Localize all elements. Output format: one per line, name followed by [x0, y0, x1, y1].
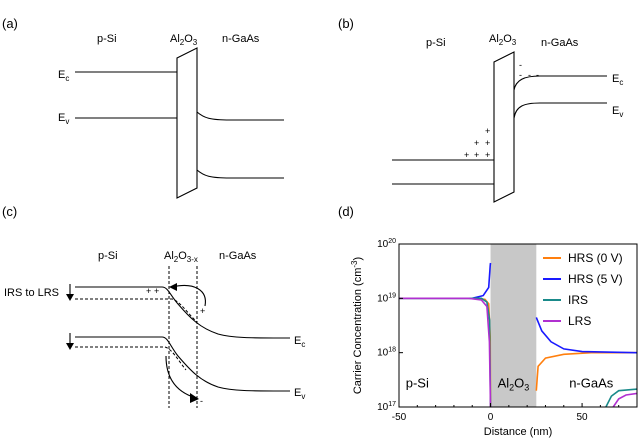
svg-text:-: - [519, 60, 522, 70]
panel-c-valence-band-initial [75, 346, 187, 371]
series-line-left-2 [399, 262, 492, 300]
panel-b-oxide-barrier [493, 51, 515, 203]
region-label-3: n-GaAs [569, 376, 614, 391]
plot-frame [398, 243, 638, 408]
region-label-1: p-Si [406, 376, 429, 391]
y-tick-label: 1020 [377, 238, 396, 250]
svg-text:+: + [474, 150, 479, 160]
y-axis-label: Carrier Concentration (cm-3) [350, 257, 364, 394]
panel-a-n-region: n-GaAs [222, 33, 260, 45]
x-axis-label: Distance (nm) [484, 426, 552, 438]
panel-b: (b) p-Si Al2O3 n-GaAs Ec Ev + + + + + + … [338, 16, 623, 203]
svg-text:+: + [154, 286, 159, 296]
legend-label-4: LRS [568, 314, 591, 328]
panel-b-p-region: p-Si [426, 37, 446, 49]
panel-b-ev-label: Ev [612, 105, 623, 119]
panel-a-ev-label: Ev [58, 112, 69, 126]
panel-a-oxide-barrier [176, 47, 198, 199]
panel-c-charges: + + + - [146, 286, 205, 406]
series-line-left-3 [399, 297, 492, 408]
x-tick-label: -50 [392, 412, 407, 423]
panel-c-oxide-label: Al2O3-x [164, 250, 198, 264]
panel-c-shift-arrow-top [66, 284, 74, 301]
y-tick-label: 1018 [377, 347, 396, 359]
svg-text:-: - [536, 70, 539, 80]
svg-text:+: + [464, 150, 469, 160]
panel-a-ec-label: Ec [58, 69, 69, 83]
panel-a-conduction-band-n [196, 111, 284, 121]
svg-text:-: - [519, 70, 522, 80]
panel-b-ec-label: Ec [612, 73, 623, 87]
svg-text:-: - [200, 396, 203, 406]
panel-c-conduction-band-initial [75, 298, 198, 323]
legend-label-2: HRS (5 V) [568, 272, 623, 286]
panel-a: (a) p-Si Al2O3 n-GaAs Ec Ev [2, 16, 284, 199]
series-line-right-4 [612, 392, 638, 408]
panel-d-label: (d) [338, 204, 354, 219]
panel-a-oxide-label: Al2O3 [170, 33, 198, 47]
panel-c-transition-label: IRS to LRS [4, 287, 59, 299]
series-line-right-3 [605, 388, 638, 408]
svg-text:+: + [200, 306, 205, 316]
region-label-2: Al2O3 [498, 376, 530, 393]
svg-text:+: + [474, 138, 479, 148]
panel-c-ec-label: Ec [294, 335, 305, 349]
panel-a-valence-band-n [196, 169, 284, 179]
panel-c-electron-tunneling-arrow [165, 355, 199, 403]
panel-b-valence-band-n [513, 102, 607, 119]
panel-c: (c) p-Si Al2O3-x n-GaAs IRS to LRS Ec Ev [2, 204, 305, 408]
panel-c-n-region: n-GaAs [219, 250, 257, 262]
svg-text:+: + [485, 126, 490, 136]
y-tick-label: 1019 [377, 292, 396, 304]
panel-b-negative-charges: - - - - [519, 60, 539, 80]
oxide-region-band [490, 244, 537, 407]
x-tick-label: 50 [577, 412, 589, 423]
svg-text:+: + [485, 150, 490, 160]
panel-a-p-region: p-Si [97, 33, 117, 45]
panel-c-valence-band [75, 336, 291, 392]
series-line-left-4 [399, 297, 492, 408]
panel-c-shift-arrow-bottom [66, 333, 74, 350]
panel-a-label: (a) [2, 16, 18, 31]
series-line-left-1 [399, 297, 492, 408]
svg-text:+: + [485, 138, 490, 148]
svg-text:-: - [528, 70, 531, 80]
panel-c-hole-tunneling-arrow [169, 283, 206, 307]
x-tick-label: 0 [488, 412, 494, 423]
legend-label-3: IRS [568, 293, 588, 307]
y-tick-label: 1017 [377, 401, 396, 413]
panel-c-ev-label: Ev [294, 387, 305, 401]
panel-b-oxide-label: Al2O3 [489, 33, 517, 47]
panel-b-conduction-band-n [513, 75, 607, 91]
panel-b-n-region: n-GaAs [541, 37, 579, 49]
legend-label-1: HRS (0 V) [568, 251, 623, 265]
panel-c-conduction-band [75, 286, 291, 339]
panel-c-label: (c) [2, 204, 17, 219]
panel-b-positive-charges: + + + + + + [464, 126, 490, 160]
svg-text:+: + [146, 286, 151, 296]
panel-c-p-region: p-Si [98, 250, 118, 262]
panel-b-label: (b) [338, 16, 354, 31]
series-line-right-2 [535, 317, 638, 354]
